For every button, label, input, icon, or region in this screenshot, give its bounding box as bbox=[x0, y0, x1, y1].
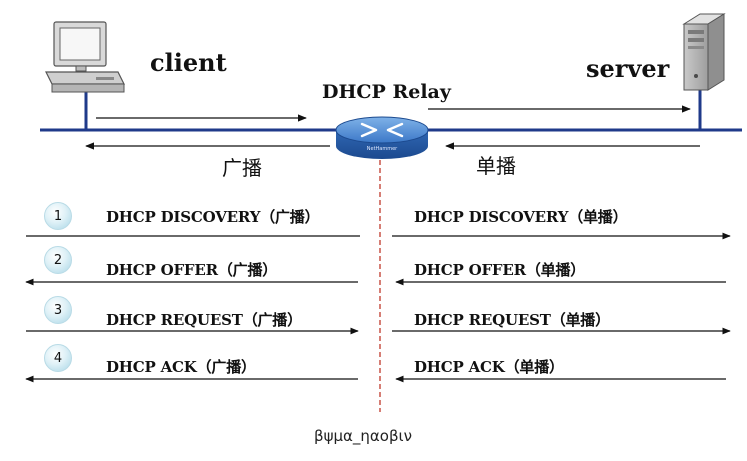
router-badge: NetHammer bbox=[367, 146, 398, 152]
step-4-right-message: DHCP ACK（单播） bbox=[414, 358, 564, 376]
unicast-label: 单播 bbox=[476, 154, 516, 178]
server-label: server bbox=[586, 54, 670, 83]
step-4-badge: 4 bbox=[44, 344, 72, 372]
broadcast-label: 广播 bbox=[222, 156, 262, 180]
step-2-badge: 2 bbox=[44, 246, 72, 274]
router-icon: NetHammer bbox=[335, 116, 429, 159]
step-3-left-message: DHCP REQUEST（广播） bbox=[106, 311, 302, 329]
figure-caption: βψμα_ηαοβιν bbox=[314, 427, 412, 445]
step-3-right-message: DHCP REQUEST（单播） bbox=[414, 311, 610, 329]
relay-label: DHCP Relay bbox=[322, 81, 451, 103]
server-tower-icon bbox=[682, 13, 726, 91]
step-4-left-message: DHCP ACK（广播） bbox=[106, 358, 256, 376]
step-2-left-message: DHCP OFFER（广播） bbox=[106, 261, 278, 279]
step-1-right-message: DHCP DISCOVERY（单播） bbox=[414, 208, 628, 226]
step-3-badge: 3 bbox=[44, 296, 72, 324]
step-1-left-message: DHCP DISCOVERY（广播） bbox=[106, 208, 320, 226]
step-1-badge: 1 bbox=[44, 202, 72, 230]
desktop-computer-icon bbox=[45, 21, 125, 93]
client-label: client bbox=[150, 48, 227, 77]
step-2-right-message: DHCP OFFER（单播） bbox=[414, 261, 586, 279]
